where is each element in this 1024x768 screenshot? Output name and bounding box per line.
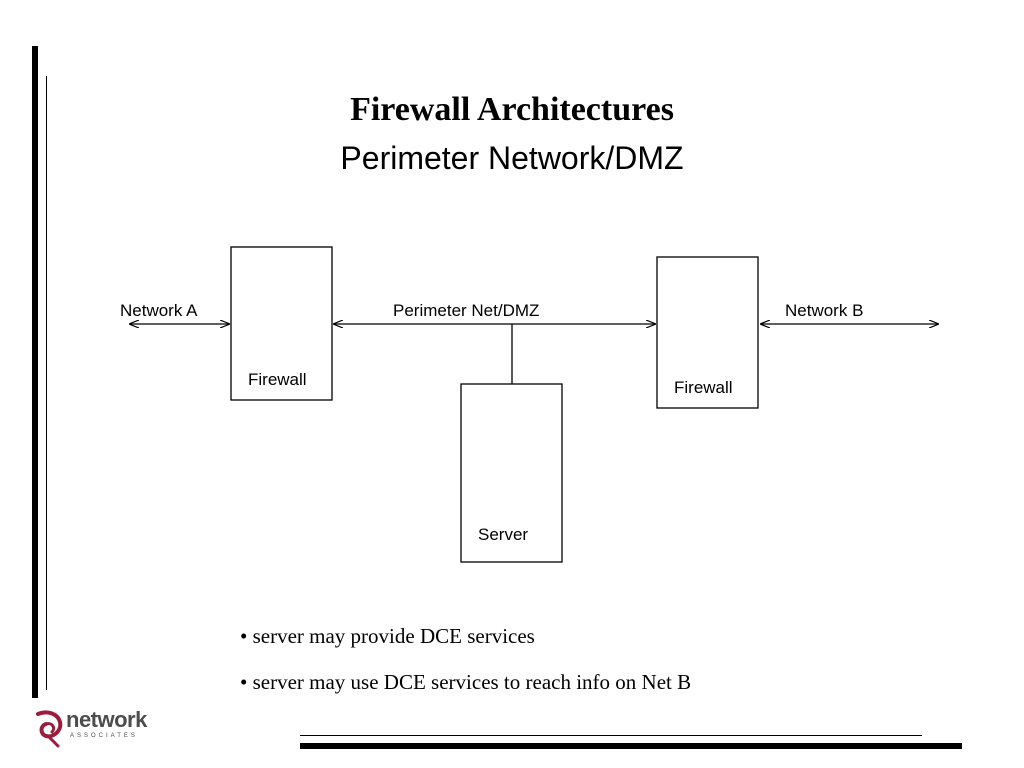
bullet-item: • server may provide DCE services bbox=[240, 624, 535, 648]
logo-wordmark: network bbox=[66, 707, 147, 732]
server-box bbox=[460, 383, 563, 563]
firewall-right-box bbox=[656, 256, 759, 409]
slide-subtitle: Perimeter Network/DMZ bbox=[340, 140, 684, 176]
logo-mark-icon bbox=[36, 710, 63, 748]
network-b-label: Network B bbox=[785, 301, 863, 320]
firewall-left-box bbox=[230, 246, 333, 401]
bottom-rule-thin bbox=[300, 735, 922, 736]
logo-subtext: ASSOCIATES bbox=[70, 733, 138, 739]
slide-title: Firewall Architectures bbox=[350, 91, 674, 128]
left-border-thick bbox=[32, 46, 38, 698]
left-border-thin bbox=[46, 76, 47, 690]
bottom-rule-thick bbox=[300, 743, 962, 749]
bullet-item: • server may use DCE services to reach i… bbox=[240, 670, 692, 694]
network-a-label: Network A bbox=[120, 301, 198, 320]
firewall-left-label: Firewall bbox=[248, 370, 307, 389]
bullet-list: • server may provide DCE services • serv… bbox=[240, 620, 691, 712]
server-label: Server bbox=[478, 525, 528, 544]
network-associates-logo: network ASSOCIATES bbox=[34, 708, 154, 748]
firewall-right-label: Firewall bbox=[674, 378, 733, 397]
perimeter-label: Perimeter Net/DMZ bbox=[393, 301, 539, 320]
